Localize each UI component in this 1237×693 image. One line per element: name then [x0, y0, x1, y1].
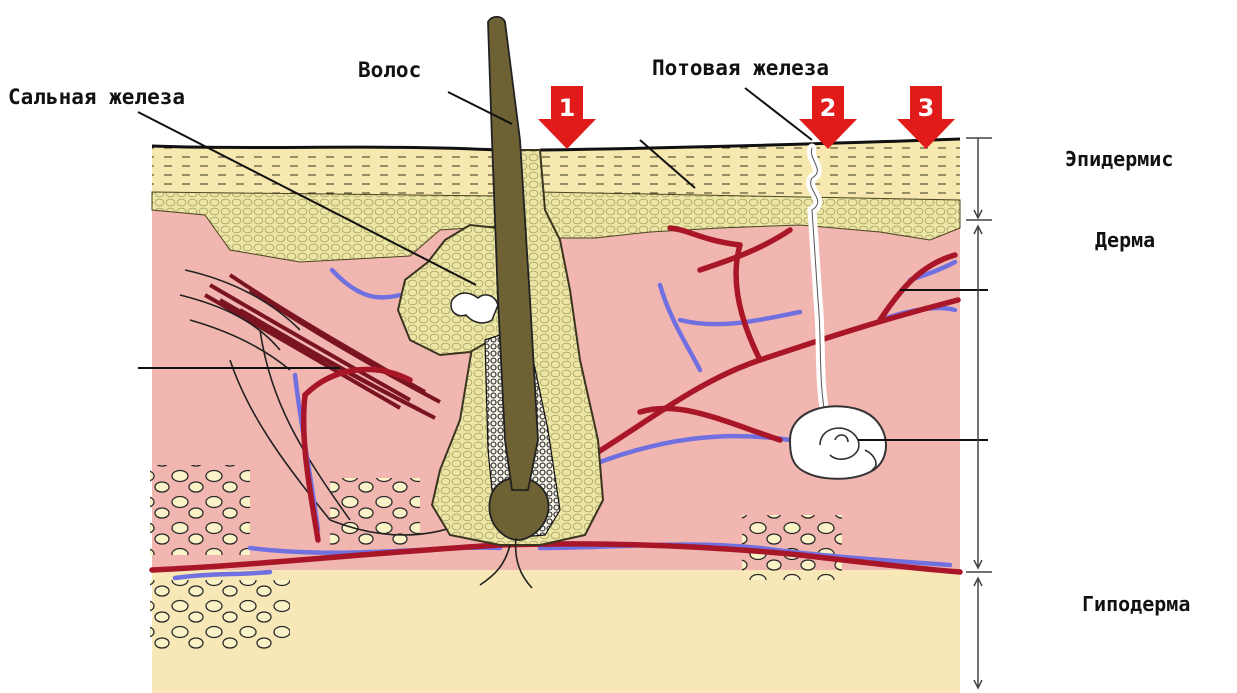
fat-lobules-lower [150, 580, 290, 650]
label-hair: Волос [358, 58, 421, 82]
label-hypodermis: Гиподерма [1082, 592, 1190, 616]
marker-arrow-2: 2 [799, 86, 857, 149]
sweat-gland-coil [790, 406, 886, 479]
label-sweat-gland: Потовая железа [652, 56, 829, 80]
layer-brackets [966, 138, 992, 688]
fat-lobules-left [150, 465, 250, 555]
marker-arrow-1: 1 [538, 86, 596, 149]
marker-1-number: 1 [559, 94, 576, 122]
label-dermis: Дерма [1095, 228, 1155, 252]
fat-lobules-center [330, 478, 420, 548]
label-epidermis: Эпидермис [1065, 147, 1173, 171]
label-sebaceous-gland: Сальная железа [8, 85, 185, 109]
marker-3-number: 3 [918, 94, 935, 122]
marker-2-number: 2 [820, 94, 837, 122]
